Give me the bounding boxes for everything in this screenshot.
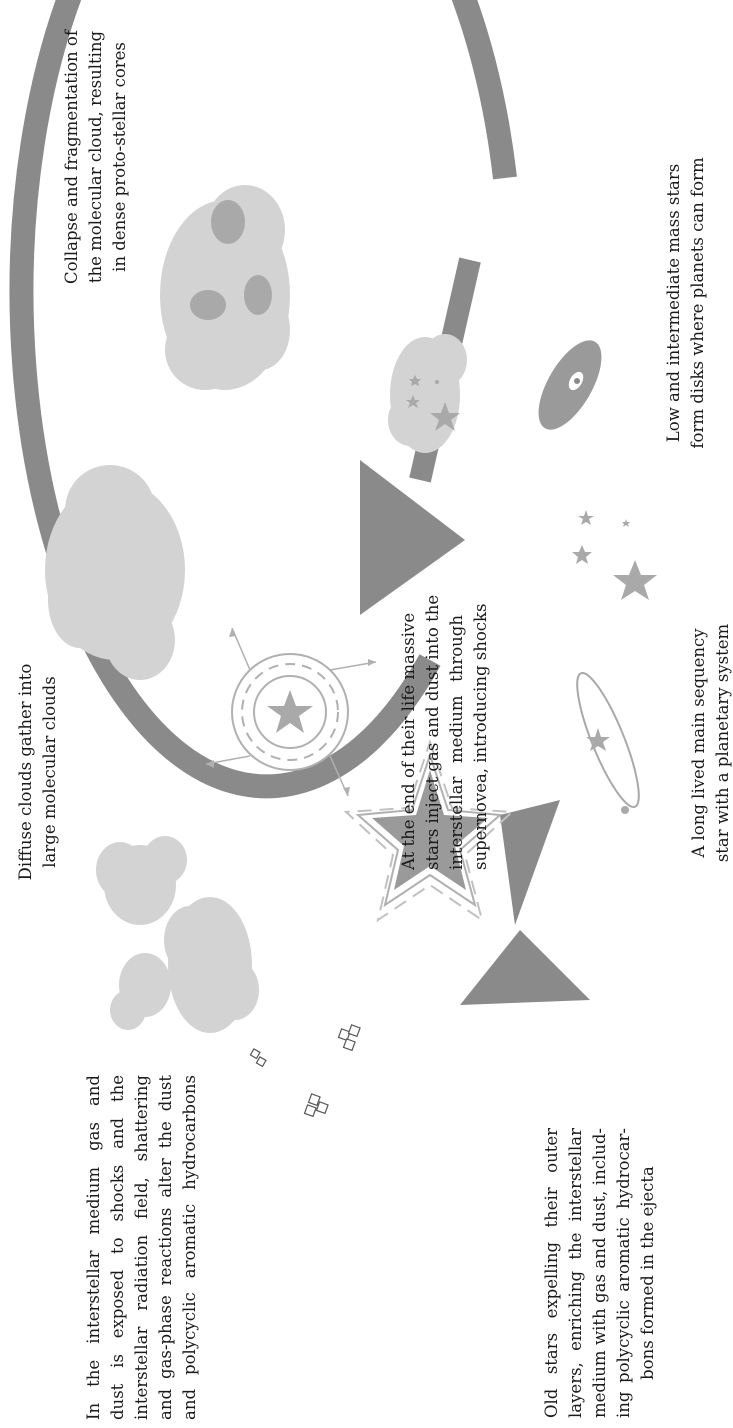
label-massive-line-3: interstellar medium through bbox=[447, 615, 466, 870]
label-collapse-line-2: the molecular cloud, resulting bbox=[86, 30, 105, 284]
label-collapse-line-1: Collapse and fragmentation of bbox=[62, 30, 81, 284]
label-low-mass: Low and intermediate mass stars form dis… bbox=[662, 123, 710, 483]
label-main-sequence-line-2: star with a planetary system bbox=[713, 623, 732, 863]
label-massive-line-1: At the end of their life massive bbox=[399, 612, 418, 870]
label-diffuse-line-1: Diffuse clouds gather into bbox=[16, 663, 35, 881]
dust-grain-icon bbox=[249, 1024, 361, 1118]
label-old-stars-line-3: medium with gas and dust, includ- bbox=[590, 1128, 609, 1418]
label-low-mass-line-1: Low and intermediate mass stars bbox=[664, 163, 683, 443]
label-ism-line-4: and gas-phase reactions alter the dust bbox=[156, 1075, 175, 1420]
disk-icon bbox=[538, 340, 602, 430]
orbit-icon bbox=[576, 671, 640, 814]
label-old-stars-line-2: layers, enriching the interstellar bbox=[566, 1128, 585, 1418]
ring-arrow-head-2 bbox=[460, 930, 590, 1005]
label-ism-line-1: In the interstellar medium gas and bbox=[84, 1075, 103, 1420]
label-low-mass-line-2: form disks where planets can form bbox=[688, 157, 707, 449]
label-ism: In the interstellar medium gas and dust … bbox=[82, 1075, 202, 1420]
label-ism-line-3: interstellar radiation field, shattering bbox=[132, 1075, 151, 1420]
star-cluster-icon bbox=[388, 334, 467, 453]
label-collapse: Collapse and fragmentation of the molecu… bbox=[60, 2, 132, 312]
label-diffuse: Diffuse clouds gather into large molecul… bbox=[14, 622, 62, 922]
label-massive-line-4: supernovea, introducing shocks bbox=[471, 603, 490, 870]
label-diffuse-line-2: large molecular clouds bbox=[40, 676, 59, 868]
new-stars-icon bbox=[572, 510, 657, 600]
label-ism-line-2: dust is exposed to shocks and the bbox=[108, 1075, 127, 1420]
label-main-sequence-line-1: A long lived main sequency bbox=[689, 628, 708, 858]
supernova-icon bbox=[205, 627, 377, 797]
label-old-stars-line-5: bons formed in the ejecta bbox=[638, 1166, 657, 1380]
label-old-stars-line-1: Old stars expelling their outer bbox=[542, 1128, 561, 1418]
label-old-stars-line-4: ing polycyclic aromatic hydrocar- bbox=[614, 1128, 633, 1418]
label-old-stars: Old stars expelling their outer layers, … bbox=[540, 1128, 660, 1418]
label-collapse-line-3: in dense proto-stellar cores bbox=[110, 42, 129, 272]
large-star-icon bbox=[343, 738, 515, 923]
diffuse-clouds-icon bbox=[96, 836, 259, 1033]
molecular-cloud-icon bbox=[45, 465, 185, 680]
ring-arrow-head bbox=[500, 800, 560, 925]
label-ism-line-5: and polycyclic aromatic hydrocarbons bbox=[180, 1075, 199, 1420]
label-massive-line-2: stars inject gas and dust into the bbox=[423, 594, 442, 870]
label-massive: At the end of their life massive stars i… bbox=[397, 594, 493, 870]
label-main-sequence: A long lived main sequency star with a p… bbox=[687, 613, 733, 873]
collapse-cloud-icon bbox=[160, 185, 290, 390]
lifecycle-ring bbox=[9, 0, 517, 799]
